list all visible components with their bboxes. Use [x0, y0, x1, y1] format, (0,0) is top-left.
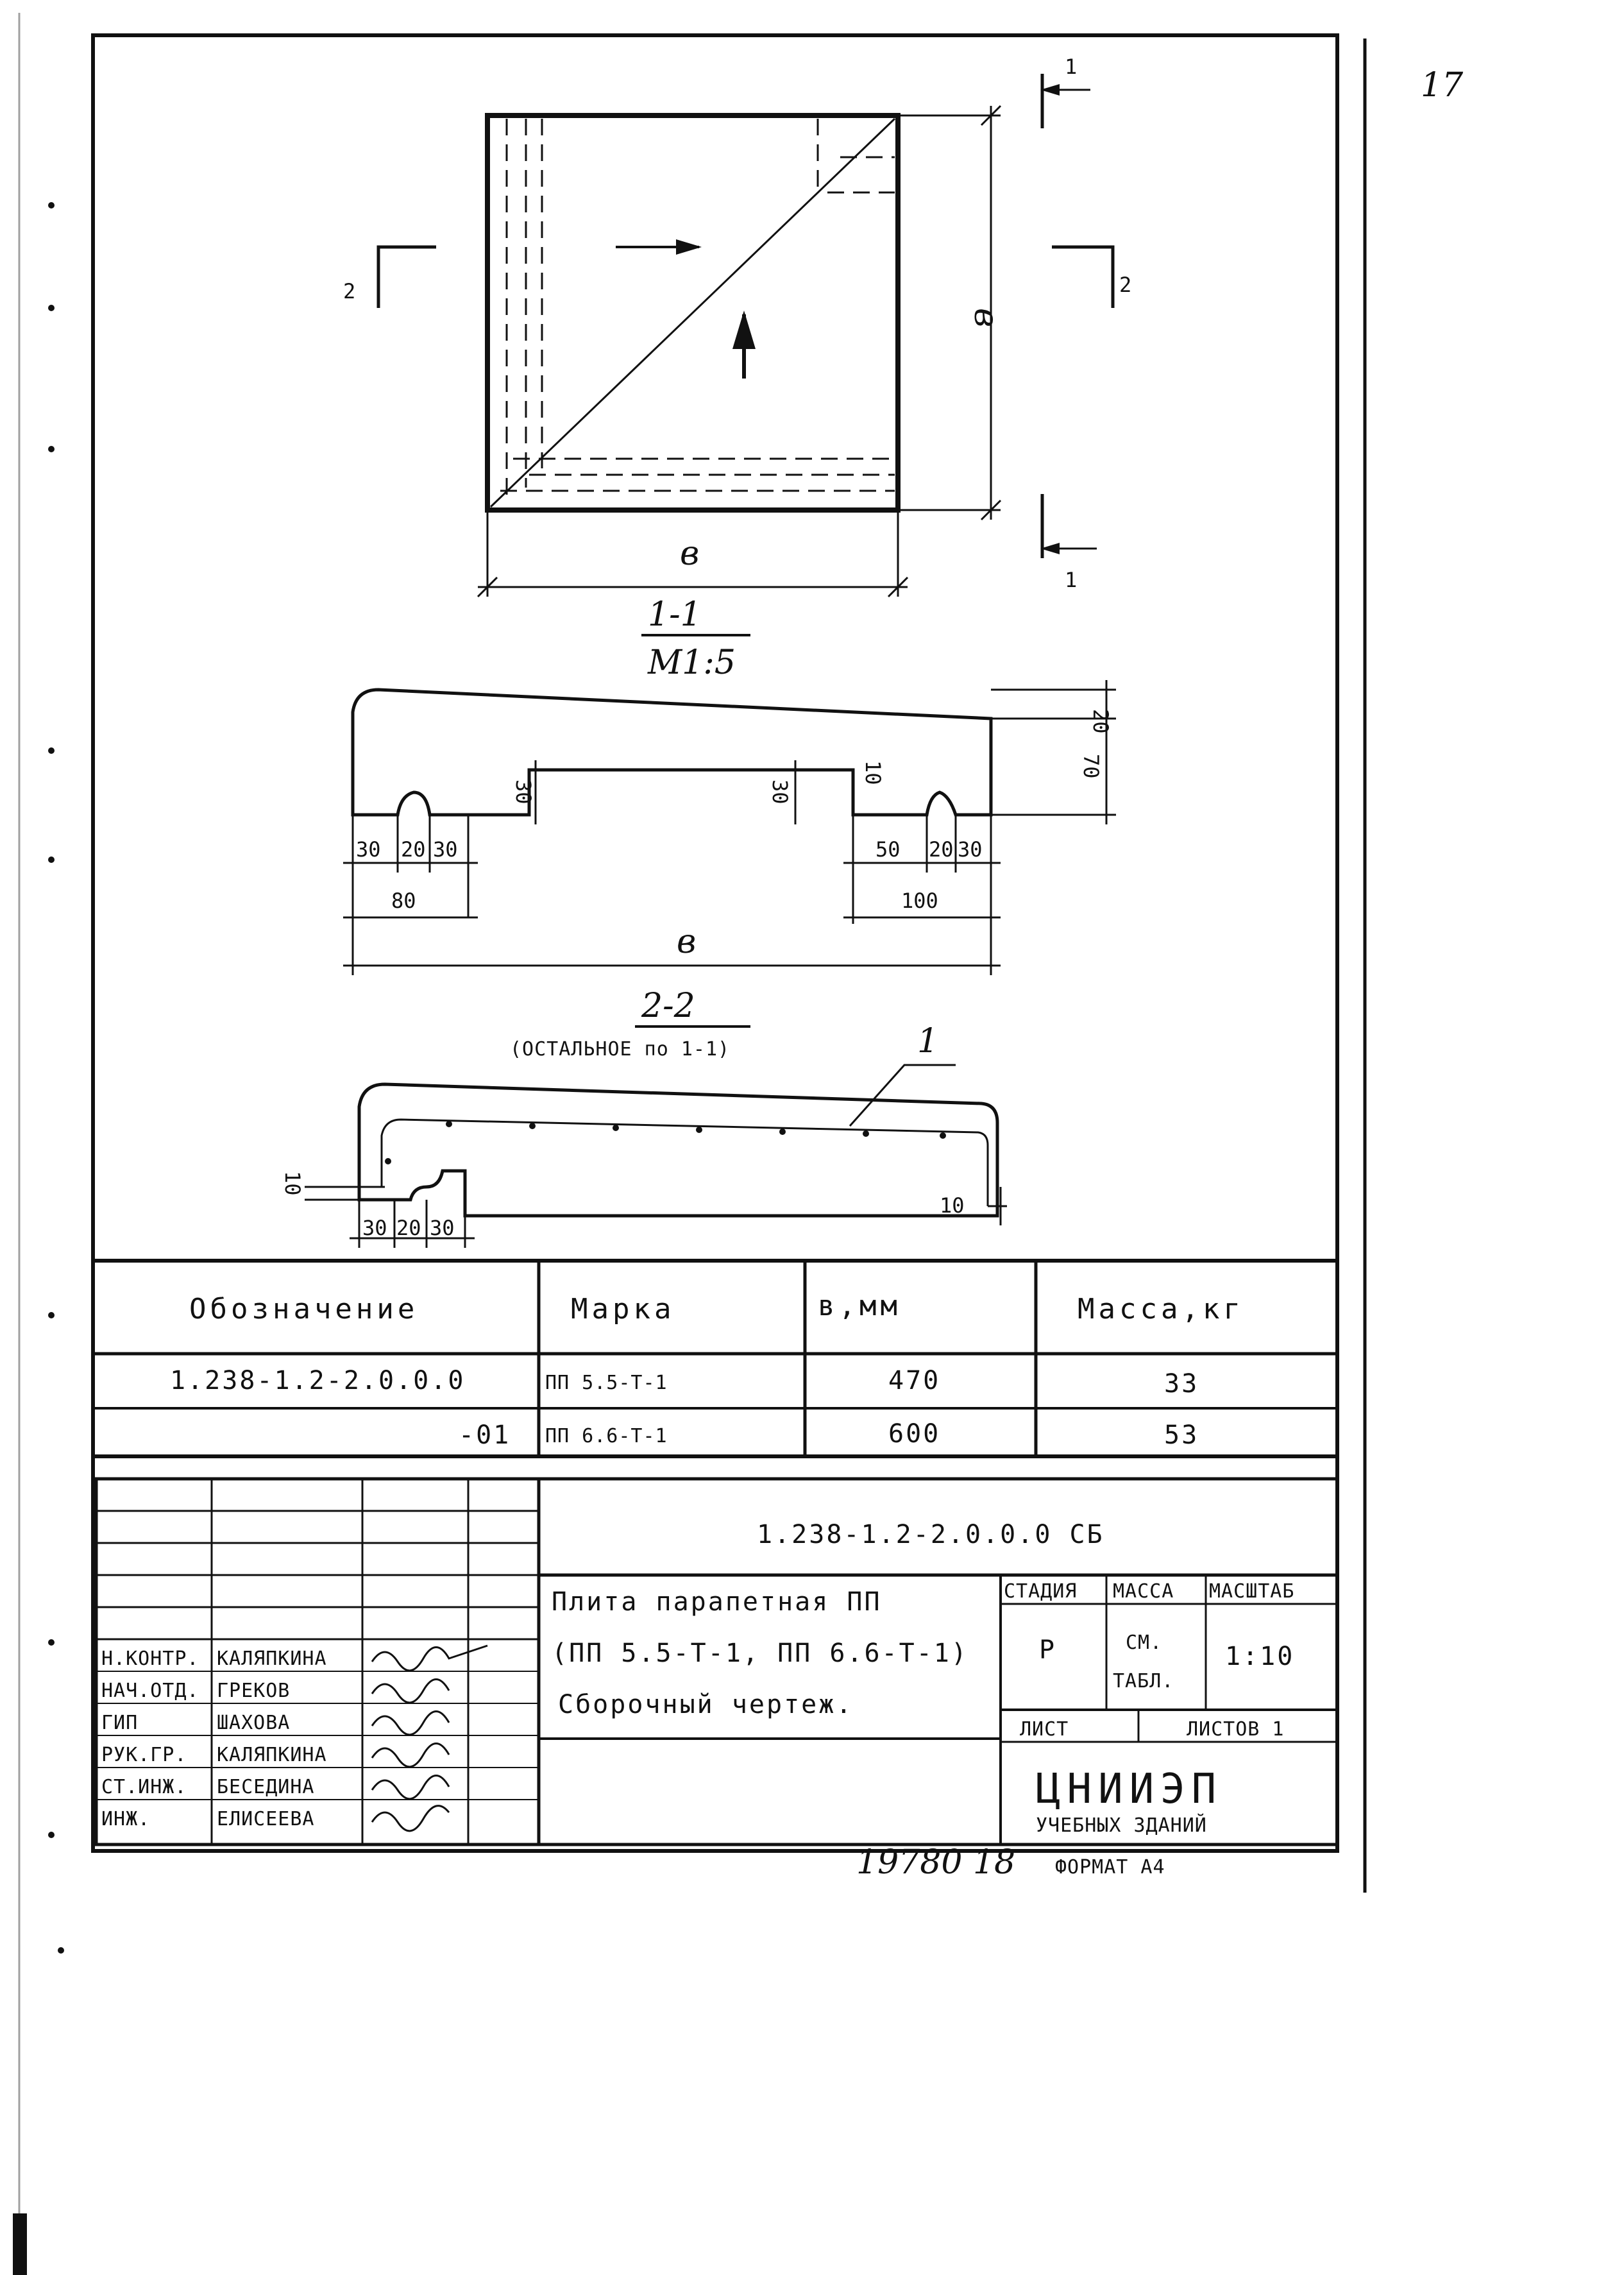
header-designation: Обозначение: [189, 1293, 418, 1325]
stage-label: СТАДИЯ: [1004, 1580, 1077, 1603]
row2-mass: 53: [1164, 1420, 1199, 1450]
cut-label-top: 1: [1065, 55, 1077, 79]
scan-marks: [13, 202, 64, 2275]
sheets-label: ЛИСТОВ 1: [1187, 1718, 1285, 1741]
dim-100: 100: [901, 889, 938, 913]
plan-diagonal: [489, 117, 896, 508]
leader-label-1: 1: [917, 1022, 938, 1061]
dim-50: 50: [875, 837, 901, 862]
leader-line: [849, 1064, 956, 1127]
section-2-2-note: (ОСТАЛЬНОЕ по 1-1): [510, 1038, 730, 1061]
sig-role-3: ГИП: [101, 1712, 138, 1734]
sig-name-3: ШАХОВА: [217, 1712, 290, 1734]
page-mark: 17: [1421, 66, 1464, 105]
inventory-number: 19780 18: [856, 1843, 1015, 1882]
sig-role-6: ИНЖ.: [101, 1808, 150, 1830]
view-scale: М1:5: [647, 643, 736, 682]
scale-label: МАСШТАБ: [1209, 1580, 1294, 1603]
sig-name-1: КАЛЯПКИНА: [217, 1648, 327, 1670]
dim-10-right: 10: [940, 1193, 965, 1218]
mass-value-line1: СМ.: [1126, 1632, 1162, 1654]
header-mark: Марка: [571, 1293, 675, 1325]
mass-value-line2: ТАБЛ.: [1113, 1670, 1174, 1692]
plan-dimension-lines: [477, 105, 1002, 598]
section-1-1: 20 70 30 30 10 30 20 30 80 50 20 30 100 …: [343, 680, 1116, 975]
plan-view: в в 2 2 1 1 1-1 М1:5: [343, 55, 1131, 682]
sig-role-1: Н.КОНТР.: [101, 1648, 199, 1670]
plan-dim-bottom: в: [680, 534, 699, 573]
sig-name-4: КАЛЯПКИНА: [217, 1744, 327, 1766]
title-line-1: Плита парапетная ПП: [552, 1587, 882, 1617]
dim-30-right: 30: [768, 780, 792, 805]
dim-30-b: 30: [433, 837, 458, 862]
row1-designation: 1.238-1.2-2.0.0.0: [170, 1366, 465, 1395]
scale-value: 1:10: [1225, 1642, 1294, 1671]
dim-30-c: 30: [958, 837, 983, 862]
sig-name-5: БЕСЕДИНА: [217, 1776, 315, 1798]
sheet-format: ФОРМАТ А4: [1055, 1856, 1165, 1879]
dim-30-left: 30: [511, 780, 536, 805]
sheet-label: ЛИСТ: [1020, 1718, 1069, 1741]
dim-20: 20: [1088, 709, 1113, 734]
spec-table: Обозначение Марка в,мм Масса,кг 1.238-1.…: [93, 1259, 1337, 1458]
dim-20-b: 20: [929, 837, 954, 862]
sig-name-6: ЕЛИСЕЕВА: [217, 1808, 315, 1830]
section-2-2: 2-2 (ОСТАЛЬНОЕ по 1-1) 1 10 10 30 20 30: [280, 987, 1007, 1248]
signature-rows: Н.КОНТР. КАЛЯПКИНА НАЧ.ОТД. ГРЕКОВ ГИП Ш…: [101, 1648, 327, 1830]
dim-20-c: 20: [396, 1216, 421, 1240]
row2-b: 600: [888, 1419, 940, 1449]
row2-designation: -01: [459, 1420, 511, 1450]
org-name: ЦНИИЭП: [1036, 1766, 1222, 1813]
row1-b: 470: [888, 1366, 940, 1395]
dim-20-a: 20: [401, 837, 426, 862]
title-block: 1.238-1.2-2.0.0.0 СБ Плита парапетная ПП…: [94, 1477, 1339, 1846]
handwritten-signatures: [371, 1644, 488, 1832]
cut-marks: [376, 74, 1115, 558]
row1-mark: ПП 5.5-Т-1: [545, 1372, 668, 1394]
row2-mark: ПП 6.6-Т-1: [545, 1425, 668, 1447]
section-1-1-dimension-lines: [343, 680, 1116, 975]
plan-dim-side: в: [967, 308, 1005, 327]
dim-10: 10: [861, 760, 885, 785]
plan-outline: [485, 113, 901, 513]
row1-mass: 33: [1164, 1369, 1199, 1399]
org-subtitle: УЧЕБНЫХ ЗДАНИЙ: [1036, 1814, 1207, 1837]
hidden-lines: [500, 119, 895, 500]
title-line-2: (ПП 5.5-Т-1, ПП 6.6-Т-1): [552, 1639, 968, 1668]
doc-number: 1.238-1.2-2.0.0.0 СБ: [757, 1520, 1104, 1549]
title-line-3: Сборочный чертеж.: [558, 1690, 853, 1719]
section-2-2-profile: [357, 1082, 999, 1218]
mass-label: МАССА: [1113, 1580, 1174, 1603]
dim-30-e: 30: [430, 1216, 455, 1240]
sig-name-2: ГРЕКОВ: [217, 1680, 290, 1702]
reinforcement-points: [385, 1121, 946, 1164]
view-caption-2-2: 2-2: [641, 987, 695, 1025]
dim-10-left: 10: [280, 1171, 305, 1196]
view-caption-1-1: 1-1: [648, 595, 702, 634]
stage-value: Р: [1039, 1635, 1056, 1665]
reinforcement-line: [380, 1118, 989, 1206]
dim-70: 70: [1079, 754, 1103, 779]
sig-role-5: СТ.ИНЖ.: [101, 1776, 187, 1798]
header-mass: Масса,кг: [1078, 1293, 1244, 1325]
cut-label-left: 2: [343, 279, 355, 303]
dim-30-d: 30: [362, 1216, 387, 1240]
section-1-1-profile: [351, 688, 993, 817]
header-b: в,мм: [818, 1290, 901, 1322]
cut-label-right: 2: [1119, 273, 1131, 297]
dim-80: 80: [391, 889, 416, 913]
dim-30-a: 30: [356, 837, 381, 862]
section-2-2-dimension-lines: [305, 1186, 1007, 1248]
sig-role-4: РУК.ГР.: [101, 1744, 187, 1766]
dim-b: в: [677, 923, 696, 961]
sig-role-2: НАЧ.ОТД.: [101, 1680, 199, 1702]
cut-label-bottom: 1: [1065, 568, 1077, 592]
drawing-frame: [18, 13, 1367, 2233]
